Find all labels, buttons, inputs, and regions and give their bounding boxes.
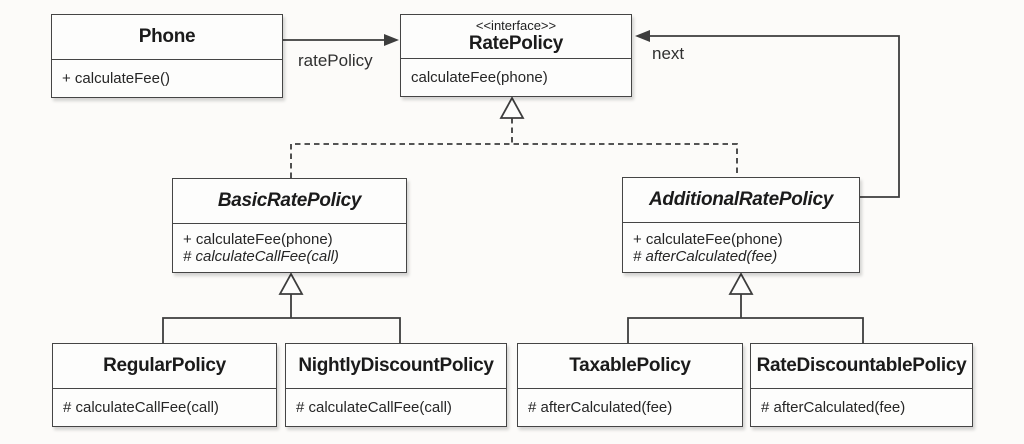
class-basicratepolicy-members: + calculateFee(phone) # calculateCallFee…	[173, 224, 406, 272]
arrowhead-next	[635, 30, 650, 42]
realization-triangle-ratepolicy	[499, 96, 525, 119]
class-regularpolicy-title: RegularPolicy	[53, 344, 276, 389]
class-nightlydiscountpolicy-name: NightlyDiscountPolicy	[298, 355, 494, 377]
class-ratepolicy-title: <<interface>> RatePolicy	[401, 15, 631, 59]
class-nightlydiscountpolicy-members: # calculateCallFee(call)	[286, 389, 506, 426]
class-ratediscountablepolicy-title: RateDiscountablePolicy	[751, 344, 972, 389]
member-calculatefee: + calculateFee()	[62, 70, 170, 87]
class-additionalratepolicy-title: AdditionalRatePolicy	[623, 178, 859, 223]
class-nightlydiscountpolicy-title: NightlyDiscountPolicy	[286, 344, 506, 389]
member-aftercalculated: # afterCalculated(fee)	[761, 399, 906, 416]
generalization-triangle-additional	[728, 272, 754, 295]
class-regularpolicy: RegularPolicy # calculateCallFee(call)	[52, 343, 277, 427]
class-ratediscountablepolicy-members: # afterCalculated(fee)	[751, 389, 972, 426]
class-ratepolicy-members: calculateFee(phone)	[401, 59, 631, 96]
class-taxablepolicy-members: # afterCalculated(fee)	[518, 389, 742, 426]
class-basicratepolicy-name: BasicRatePolicy	[217, 190, 362, 212]
generalization-triangle-basic	[278, 272, 304, 295]
class-ratediscountablepolicy-name: RateDiscountablePolicy	[756, 355, 967, 377]
class-phone-members: + calculateFee()	[52, 60, 282, 97]
class-additionalratepolicy: AdditionalRatePolicy + calculateFee(phon…	[622, 177, 860, 273]
class-nightlydiscountpolicy: NightlyDiscountPolicy # calculateCallFee…	[285, 343, 507, 427]
class-basicratepolicy: BasicRatePolicy + calculateFee(phone) # …	[172, 178, 407, 273]
class-ratepolicy-name: RatePolicy	[468, 33, 564, 55]
edge-label-ratepolicy: ratePolicy	[298, 51, 373, 70]
member-aftercalculated: # afterCalculated(fee)	[528, 399, 673, 416]
member-calculatefee-phone: + calculateFee(phone)	[183, 231, 333, 248]
class-regularpolicy-name: RegularPolicy	[103, 355, 226, 377]
generalization-basic-group	[162, 294, 401, 344]
realization-dashed-lines	[290, 118, 738, 178]
member-calculatecallfee: # calculateCallFee(call)	[296, 399, 452, 416]
member-aftercalculated-abstract: # afterCalculated(fee)	[633, 247, 778, 265]
class-basicratepolicy-title: BasicRatePolicy	[173, 179, 406, 224]
class-taxablepolicy-title: TaxablePolicy	[518, 344, 742, 389]
association-phone-ratepolicy	[283, 34, 399, 46]
member-calculatecallfee-abstract: # calculateCallFee(call)	[183, 248, 339, 265]
interface-stereotype: <<interface>>	[475, 17, 557, 33]
association-next	[635, 30, 900, 198]
class-regularpolicy-members: # calculateCallFee(call)	[53, 389, 276, 426]
arrowhead-ratepolicy	[384, 34, 399, 46]
class-ratediscountablepolicy: RateDiscountablePolicy # afterCalculated…	[750, 343, 973, 427]
member-calculatecallfee: # calculateCallFee(call)	[63, 399, 219, 416]
class-additionalratepolicy-members: + calculateFee(phone) # afterCalculated(…	[623, 223, 859, 272]
generalization-additional-group	[627, 294, 864, 344]
class-phone: Phone + calculateFee()	[51, 14, 283, 98]
member-calculatefee-phone: + calculateFee(phone)	[633, 230, 783, 248]
class-additionalratepolicy-name: AdditionalRatePolicy	[648, 189, 834, 211]
class-phone-title: Phone	[52, 15, 282, 60]
class-taxablepolicy-name: TaxablePolicy	[569, 355, 691, 377]
member-calculatefee-phone: calculateFee(phone)	[411, 69, 548, 86]
class-taxablepolicy: TaxablePolicy # afterCalculated(fee)	[517, 343, 743, 427]
class-ratepolicy: <<interface>> RatePolicy calculateFee(ph…	[400, 14, 632, 97]
edge-label-next: next	[652, 44, 685, 63]
class-phone-name: Phone	[138, 26, 196, 48]
